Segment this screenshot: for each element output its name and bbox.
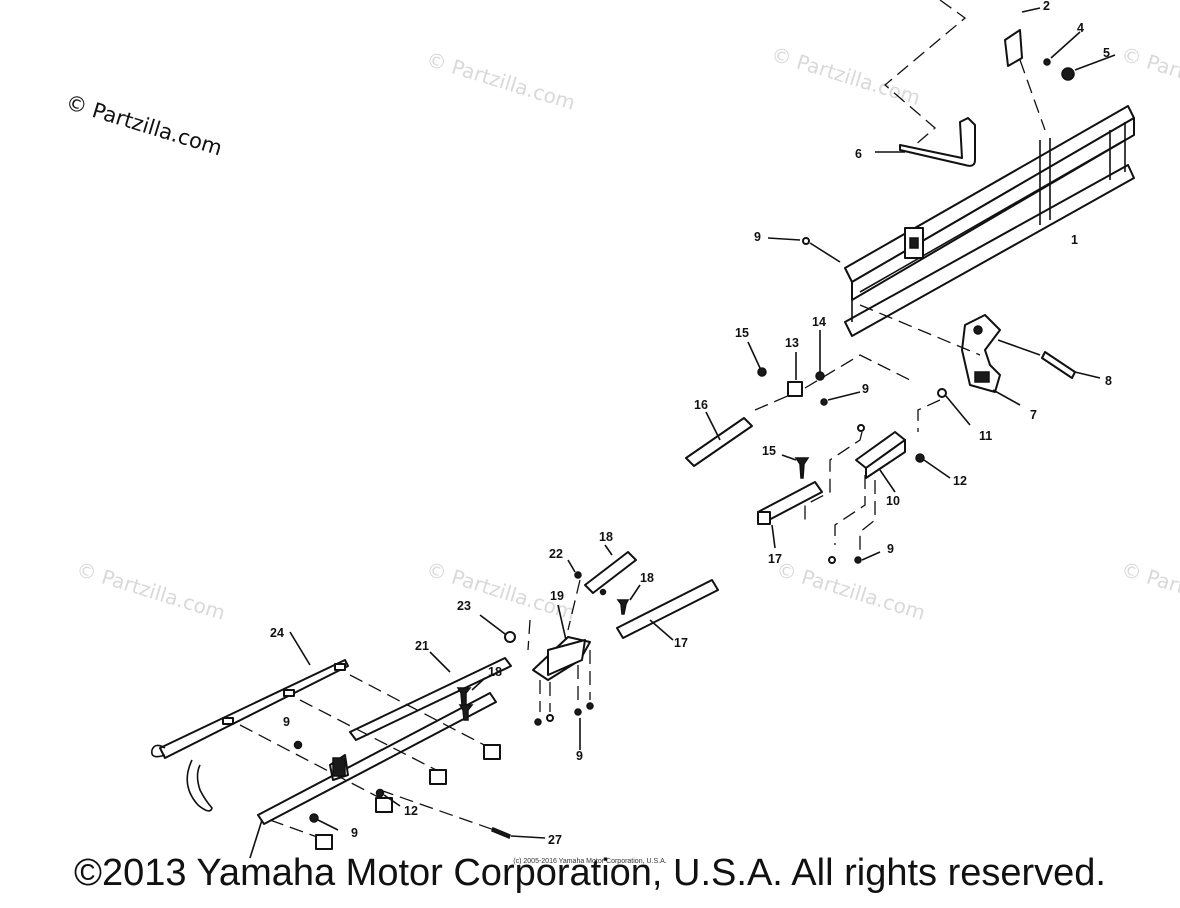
- screw-part-27: [491, 827, 511, 839]
- callout-15b: 15: [762, 444, 776, 458]
- callout-9f: 9: [351, 826, 358, 840]
- copyright-notice: ©2013 Yamaha Motor Corporation, U.S.A. A…: [74, 852, 1106, 894]
- callout-10: 10: [886, 494, 900, 508]
- callout-1: 1: [1071, 233, 1078, 247]
- bracket-part-19: [532, 604, 591, 681]
- block-part-13: [787, 381, 803, 397]
- block-d: [315, 834, 333, 850]
- tube-part-17: [616, 579, 719, 639]
- bolt-part-12: [915, 453, 925, 463]
- nut-part-9: [309, 813, 319, 823]
- frame-part-1: [844, 105, 1135, 337]
- small-copyright: (c) 2005-2016 Yamaha Motor Corporation, …: [513, 858, 667, 865]
- callout-labels: 1 2 4 5 6 7 8 9 9 9 9 9 9 10 11 12 12 13…: [270, 0, 1112, 847]
- washer-part-22: [574, 571, 582, 579]
- washer-part-9: [857, 424, 865, 432]
- bolt-part-12: [375, 788, 385, 798]
- callout-11: 11: [979, 429, 992, 443]
- callout-21: 21: [415, 639, 429, 653]
- rail-part-24: [150, 659, 349, 812]
- callout-5: 5: [1103, 46, 1110, 60]
- callout-12b: 12: [404, 804, 418, 818]
- block-b: [429, 769, 447, 785]
- washer-part-19b: [546, 714, 554, 722]
- bolt-part-18b: [456, 687, 472, 706]
- watermark-faint: © Partzilla.com: [769, 42, 924, 110]
- washer-part-9: [828, 556, 836, 564]
- callout-9e: 9: [283, 715, 290, 729]
- block-a: [483, 744, 501, 760]
- callout-6: 6: [855, 147, 862, 161]
- callout-7: 7: [1030, 408, 1037, 422]
- tube-part-21: [349, 657, 512, 741]
- washer-part-22b: [599, 588, 607, 596]
- callout-27: 27: [548, 833, 562, 847]
- watermark-faint: © Partzilla.com: [774, 557, 929, 625]
- callout-22: 22: [549, 547, 563, 561]
- screw-part-14: [815, 371, 825, 381]
- watermark-faint: © Partzilla.com: [1119, 42, 1180, 110]
- bushing-part-23: [504, 631, 516, 643]
- callout-18a: 18: [599, 530, 613, 544]
- nut-part-19a: [534, 718, 542, 726]
- callout-2: 2: [1043, 0, 1050, 13]
- clamp-part-7: [961, 314, 1001, 393]
- block-c: [375, 797, 393, 813]
- washer-part-9: [802, 237, 810, 245]
- callout-15a: 15: [735, 326, 749, 340]
- callout-18b: 18: [640, 571, 654, 585]
- callout-14: 14: [812, 315, 826, 329]
- callout-9c: 9: [887, 542, 894, 556]
- washer-part-9: [820, 398, 828, 406]
- callout-4: 4: [1077, 21, 1084, 35]
- bolt-part-8: [1041, 351, 1076, 379]
- nut-part-9: [854, 556, 862, 564]
- callout-12a: 12: [953, 474, 967, 488]
- watermark-faint: © Partzilla.com: [74, 557, 229, 625]
- nut-part-19c: [574, 708, 582, 716]
- rod-part-6: [875, 117, 976, 167]
- washer-part-9: [293, 740, 303, 750]
- washer-part-11: [937, 388, 947, 398]
- callout-19: 19: [550, 589, 564, 603]
- callout-16: 16: [694, 398, 708, 412]
- nut-part-19d: [586, 702, 594, 710]
- bolt-part-18: [616, 599, 630, 615]
- screw-part-15: [757, 367, 767, 377]
- watermark-faint: © Partzilla.com: [424, 47, 579, 115]
- callout-17a: 17: [768, 552, 782, 566]
- callout-24: 24: [270, 626, 284, 640]
- bracket-part-2: [1004, 7, 1041, 67]
- watermark-faint: © Partzilla.com: [1119, 557, 1180, 625]
- callout-13: 13: [785, 336, 799, 350]
- clamp-block: [332, 757, 346, 777]
- tube-part-16: [685, 417, 753, 467]
- callout-17b: 17: [674, 636, 688, 650]
- callout-23: 23: [457, 599, 471, 613]
- tube-part-18: [584, 551, 637, 594]
- callout-8: 8: [1105, 374, 1112, 388]
- bolt-part-18c: [458, 704, 474, 721]
- callout-9d: 9: [576, 749, 583, 763]
- callout-18c: 18: [488, 665, 502, 679]
- nut-part-5: [1061, 67, 1075, 81]
- washer-part-4: [1043, 58, 1051, 66]
- bolt-part-15: [794, 457, 810, 479]
- faint-watermarks: © Partzilla.com © Partzilla.com © Partzi…: [74, 42, 1180, 625]
- callout-9b: 9: [862, 382, 869, 396]
- callout-9a: 9: [754, 230, 761, 244]
